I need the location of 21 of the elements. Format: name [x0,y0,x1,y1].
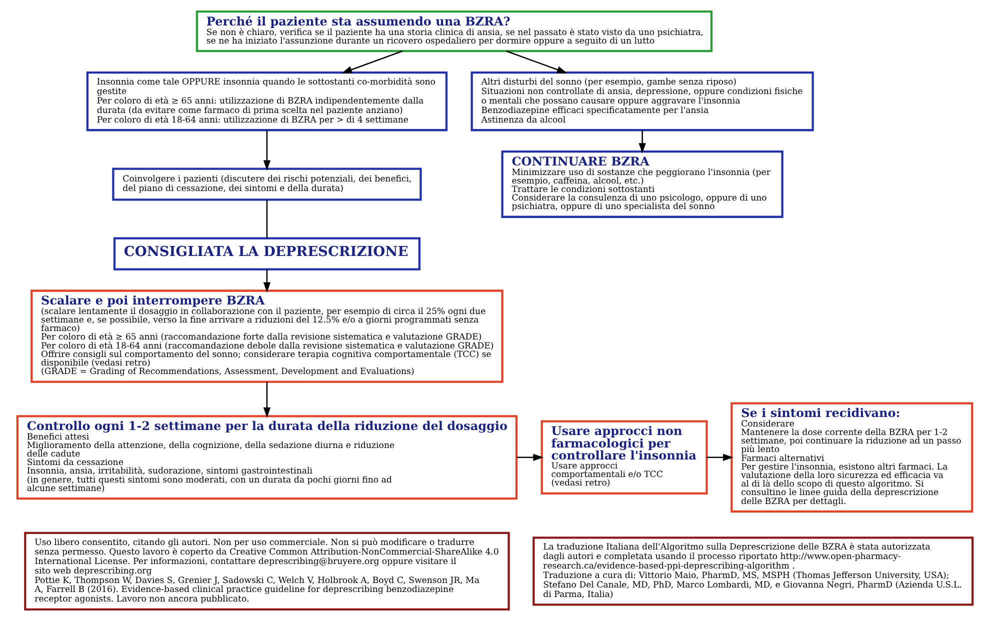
node-box: Controllo ogni 1-2 settimane per la durata della riduzione del dosaggio Benefici attesi Miglioramento della attenzione, della cognizione, della sedazione diurna e riduzione delle cadute Sintomi da cessazione Insonnia, ansia, irritabilità, sudorazione, sintomi gastrointestinali (in genere, tutti questi sintomi sono moderati, con un durata da pochi giorni fino ad alcune settimane) [16,415,518,500]
arrow [638,130,646,154]
arrow [263,269,271,293]
node-box: Usare approcci non farmacologici per controllare l'insonnia Usare approcci comportamentali e/o TCC (vedasi retro) [540,420,708,495]
node-box: Scalare e poi interrompere BZRA (scalare lentamente il dosaggio in collaborazione con il paziente, per esempio di circa il 25% ogni due settimane e, se possibile, verso la fine arrivare a riduzioni del 12.5% e/o a giorni programmati senza farmaco) Per coloro di età ≥ 65 anni (raccomandazione forte dalla revisione sistematica e valutazione GRADE) Per coloro di età 18-64 anni (raccomandazione debole dalla revisione sistematica e valutazione GRADE) Offrire consigli sul comportamento del sonno; considerare terapia cognitiva comportamentale (TCC) se disponibile (vedasi retro) (GRADE = Grading of Recommendations, Assessment, Development and Evaluations) [30,290,504,383]
node-box: Se i sintomi recidivano: Considerare Mantenere la dose corrente della BZRA per 1-2 settimane, poi continuare la riduzione ad un passo più lento Farmaci alternativi Per gestire l'insonnia, esistono altri farmaci. La valutazione della loro sicurezza ed efficacia va al di là dello scopo di questo algoritmo. Si consultino le linee guida della deprescrizione delle BZRA per dettagli. [730,402,974,513]
node-box: CONSIGLIATA LA DEPRESCRIZIONE [113,237,420,270]
node-box: La traduzione Italiana dell'Algoritmo sulla Deprescrizione delle BZRA è stata autorizzata dagli autori e completata usando il processo riportato http://www.open-pharmacy-research.ca/evidence-based-ppi-deprescribing-algorithm . Traduzione a cura di: Vittorio Maio, PharmD, MS, MSPH (Thomas Jefferson University, USA); Stefano Del Canale, MD, PhD, Marco Lombardi, MD, e Giovanna Negri, PharmD (Azienda U.S.L. di Parma, Italia) [532,536,974,606]
node-box: Uso libero consentito, citando gli autori. Non per uso commerciale. Non si può modificare o tradurre senza permesso. Questo lavoro è coperto da Creative Common Attribution-NonCommercial-ShareAlike 4.0 International License. Per informazioni, contattare deprescribing@bruyere.org oppure visitare il sito web deprescribing.org Pottie K, Thompson W, Davies S, Grenier J, Sadowski C, Welch V, Holbrook A, Boyd C, Swenson JR, Ma A, Farrell B (2016). Evidence-based clinical practice guideline for deprescribing benzodiazepine receptor agonists. Lavoro non ancora pubblicato. [24,532,510,610]
node-box: CONTINUARE BZRA Minimizzare uso di sostanze che peggiorano l'insonnia (per esempio, caffeina, alcool, etc.) Trattare le condizioni sottostanti Considerare la consulenza di uno psicologo, oppure di uno psichiatra, oppure di uno specialista del sonno [501,150,784,218]
arrow [706,454,734,461]
connector [266,200,268,238]
node-box: Altri disturbi del sonno (per esempio, gambe senza riposo) Situazioni non controllate di ansia, depressione, oppure condizioni fisiche o mentali che possano causare oppure aggravare l'insonnia Benzodiazepine efficaci specificatamente per l'ansia Astinenza da alcool [470,72,814,132]
node-box: Coinvolgere i pazienti (discutere dei rischi potenziali, dei benefici, del piano di cessazione, dei sintomi e della durata) [112,168,422,201]
arrow [516,454,544,461]
node-box: Insonnia come tale OPPURE insonnia quando le sottostanti co-morbidità sono gestite Per coloro di età ≥ 65 anni: utilizzazione di BZRA indipendentemente dalla durata (da evitare come farmaco di prima scelta nel paziente anziano) Per coloro di età 18-64 anni: utilizzazione di BZRA per > di 4 settimane [86,72,448,132]
arrow [342,50,402,74]
arrow [506,50,568,74]
node-box: Perché il paziente sta assumendo una BZRA? Se non è chiaro, verifica se il paziente ha una storia clinica di ansia, se nel passato è stato visto da uno psichiatra, se ne ha iniziato l'assunzione durante un ricovero ospedaliero per dormire oppure a seguito di un lutto [196,10,713,52]
arrow [263,382,271,418]
arrow [263,130,271,171]
